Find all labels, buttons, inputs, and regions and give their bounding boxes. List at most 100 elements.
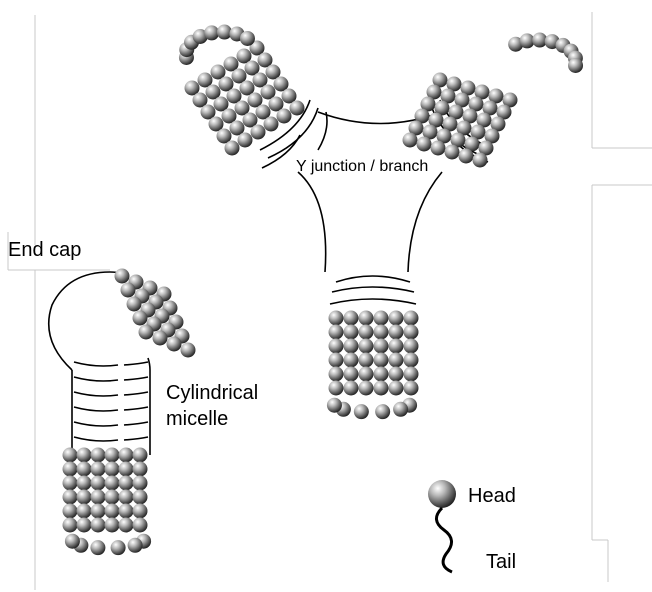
sphere-icon bbox=[63, 490, 78, 505]
frame-lines bbox=[8, 12, 652, 590]
sphere-icon bbox=[568, 58, 583, 73]
sphere-icon bbox=[393, 402, 408, 417]
sphere-icon bbox=[359, 353, 374, 368]
sphere-icon bbox=[459, 149, 474, 164]
squiggle-tail-icon bbox=[436, 508, 452, 572]
sphere-icon bbox=[389, 311, 404, 326]
sphere-icon bbox=[91, 504, 106, 519]
sphere-icon bbox=[329, 353, 344, 368]
cylindrical-label-line2: micelle bbox=[166, 406, 258, 432]
sphere-icon bbox=[225, 141, 240, 156]
sphere-icon bbox=[327, 398, 342, 413]
sphere-icon bbox=[374, 381, 389, 396]
sphere-icon bbox=[90, 540, 105, 555]
sphere-icon bbox=[290, 101, 305, 116]
sphere-icon bbox=[119, 462, 134, 477]
sphere-icon bbox=[264, 117, 279, 132]
sphere-icon bbox=[404, 311, 419, 326]
sphere-icon bbox=[77, 504, 92, 519]
sphere-icon bbox=[389, 381, 404, 396]
sphere-icon bbox=[128, 538, 143, 553]
sphere-icon bbox=[374, 367, 389, 382]
sphere-icon bbox=[91, 448, 106, 463]
tail-label: Tail bbox=[486, 552, 516, 572]
sphere-icon bbox=[105, 462, 120, 477]
sphere-icon bbox=[417, 137, 432, 152]
sphere-icon bbox=[181, 343, 196, 358]
sphere-icon bbox=[403, 133, 418, 148]
sphere-icon bbox=[354, 404, 369, 419]
sphere-icon bbox=[91, 490, 106, 505]
bead-cluster-top-left bbox=[179, 25, 305, 156]
sphere-icon bbox=[445, 145, 460, 160]
sphere-icon bbox=[63, 476, 78, 491]
sphere-icon bbox=[63, 462, 78, 477]
cylindrical-label-line1: Cylindrical bbox=[166, 380, 258, 406]
sphere-icon bbox=[374, 339, 389, 354]
sphere-icon bbox=[133, 518, 148, 533]
sphere-icon bbox=[204, 25, 219, 40]
sphere-icon bbox=[167, 337, 182, 352]
sphere-icon bbox=[77, 490, 92, 505]
sphere-icon bbox=[133, 311, 148, 326]
sphere-icon bbox=[359, 339, 374, 354]
sphere-icon bbox=[105, 476, 120, 491]
sphere-icon bbox=[329, 381, 344, 396]
sphere-icon bbox=[329, 367, 344, 382]
sphere-icon bbox=[389, 353, 404, 368]
sphere-icon bbox=[91, 476, 106, 491]
sphere-icon bbox=[105, 504, 120, 519]
sphere-icon bbox=[119, 448, 134, 463]
bead-cluster-end-cap bbox=[115, 269, 196, 358]
sphere-icon bbox=[119, 504, 134, 519]
sphere-icon bbox=[77, 518, 92, 533]
sphere-icon bbox=[77, 462, 92, 477]
sphere-icon bbox=[374, 311, 389, 326]
sphere-icon bbox=[329, 339, 344, 354]
y-junction-outline bbox=[260, 100, 490, 304]
sphere-icon bbox=[119, 476, 134, 491]
sphere-icon bbox=[344, 339, 359, 354]
sphere-icon bbox=[389, 339, 404, 354]
sphere-icon bbox=[344, 353, 359, 368]
y-junction-label: Y junction / branch bbox=[296, 159, 428, 175]
sphere-icon bbox=[329, 325, 344, 340]
sphere-icon bbox=[359, 381, 374, 396]
cylindrical-micelle-label: Cylindrical micelle bbox=[166, 380, 258, 432]
head-label: Head bbox=[468, 486, 516, 506]
bead-cluster-top-right bbox=[403, 33, 584, 168]
sphere-icon bbox=[65, 534, 80, 549]
sphere-icon bbox=[119, 518, 134, 533]
legend-molecule bbox=[428, 480, 456, 572]
sphere-icon bbox=[375, 404, 390, 419]
sphere-icon bbox=[105, 490, 120, 505]
sphere-icon bbox=[344, 367, 359, 382]
sphere-icon bbox=[359, 325, 374, 340]
sphere-icon bbox=[428, 480, 456, 508]
sphere-icon bbox=[63, 504, 78, 519]
sphere-icon bbox=[344, 381, 359, 396]
sphere-icon bbox=[91, 462, 106, 477]
sphere-icon bbox=[139, 325, 154, 340]
end-cap-label: End cap bbox=[8, 240, 81, 260]
sphere-icon bbox=[77, 448, 92, 463]
sphere-icon bbox=[111, 540, 126, 555]
sphere-icon bbox=[105, 518, 120, 533]
sphere-icon bbox=[277, 109, 292, 124]
sphere-icon bbox=[127, 297, 142, 312]
sphere-icon bbox=[404, 339, 419, 354]
sphere-icon bbox=[404, 353, 419, 368]
sphere-icon bbox=[133, 476, 148, 491]
cylinder-hoops bbox=[74, 362, 148, 441]
sphere-icon bbox=[389, 325, 404, 340]
sphere-icon bbox=[473, 153, 488, 168]
sphere-icon bbox=[359, 311, 374, 326]
sphere-icon bbox=[374, 325, 389, 340]
sphere-icon bbox=[63, 448, 78, 463]
bead-cluster-bottom-left bbox=[63, 448, 152, 556]
sphere-icon bbox=[404, 381, 419, 396]
sphere-icon bbox=[404, 367, 419, 382]
bead-cluster-bottom-center bbox=[327, 311, 419, 420]
sphere-icon bbox=[133, 490, 148, 505]
